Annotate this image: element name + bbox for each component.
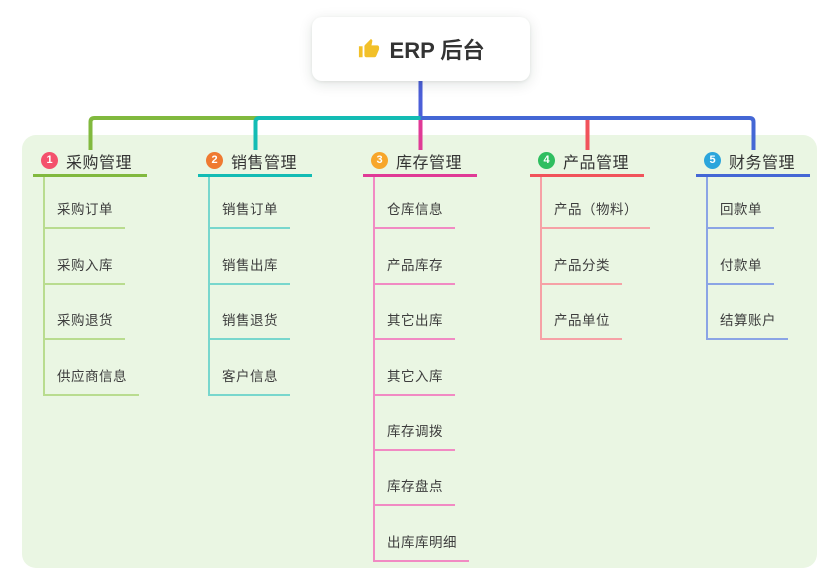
branch-number-badge: 3 [371,152,388,169]
child-node-product-material[interactable]: 产品（物料） [540,198,650,230]
canvas-background [22,135,817,568]
child-node-stock-taking[interactable]: 库存盘点 [373,475,455,507]
child-node-stock-transfer[interactable]: 库存调拨 [373,420,455,451]
child-node-payment-bill[interactable]: 付款单 [706,254,774,285]
branch-number-badge: 1 [41,152,58,169]
branch-number-badge: 2 [206,152,223,169]
child-node-receipt-bill[interactable]: 回款单 [706,198,774,230]
child-node-purchase-order[interactable]: 采购订单 [43,198,125,230]
branch-label: 采购管理 [66,154,133,172]
child-node-sales-outbound[interactable]: 销售出库 [208,254,290,285]
branch-child-spine [540,177,542,341]
child-node-other-inbound[interactable]: 其它入库 [373,365,455,396]
child-node-sales-order[interactable]: 销售订单 [208,198,290,230]
branch-node-finance-management[interactable]: 5 财务管理 [696,147,810,177]
child-node-other-outbound[interactable]: 其它出库 [373,309,455,341]
branch-number-badge: 5 [704,152,721,169]
branch-label: 销售管理 [231,154,298,172]
child-node-purchase-inbound[interactable]: 采购入库 [43,254,125,285]
child-node-purchase-return[interactable]: 采购退货 [43,309,125,341]
branch-child-spine [373,177,375,562]
root-title: ERP 后台 [389,38,485,63]
branch-node-inventory-management[interactable]: 3 库存管理 [363,147,477,177]
branch-child-spine [706,177,708,341]
branch-label: 产品管理 [563,154,630,172]
branch-node-sales-management[interactable]: 2 销售管理 [198,147,312,177]
branch-node-purchase-management[interactable]: 1 采购管理 [33,147,147,177]
child-node-customer-info[interactable]: 客户信息 [208,365,290,396]
thumbs-up-glyph [358,38,379,58]
branch-label: 库存管理 [396,154,463,172]
child-node-warehouse-info[interactable]: 仓库信息 [373,198,455,230]
branch-number-badge: 4 [538,152,555,169]
branch-label: 财务管理 [729,154,796,172]
branch-child-spine [208,177,210,396]
child-node-product-unit[interactable]: 产品单位 [540,309,622,341]
root-node[interactable]: ERP 后台 [312,17,530,81]
child-node-supplier-info[interactable]: 供应商信息 [43,365,139,396]
child-node-product-stock[interactable]: 产品库存 [373,254,455,285]
thumbs-up-icon [358,38,380,60]
branch-child-spine [43,177,45,396]
branch-node-product-management[interactable]: 4 产品管理 [530,147,644,177]
child-node-settlement-account[interactable]: 结算账户 [706,309,788,341]
child-node-product-category[interactable]: 产品分类 [540,254,622,285]
child-node-sales-return[interactable]: 销售退货 [208,309,290,341]
child-node-outbound-detail[interactable]: 出库库明细 [373,531,469,562]
